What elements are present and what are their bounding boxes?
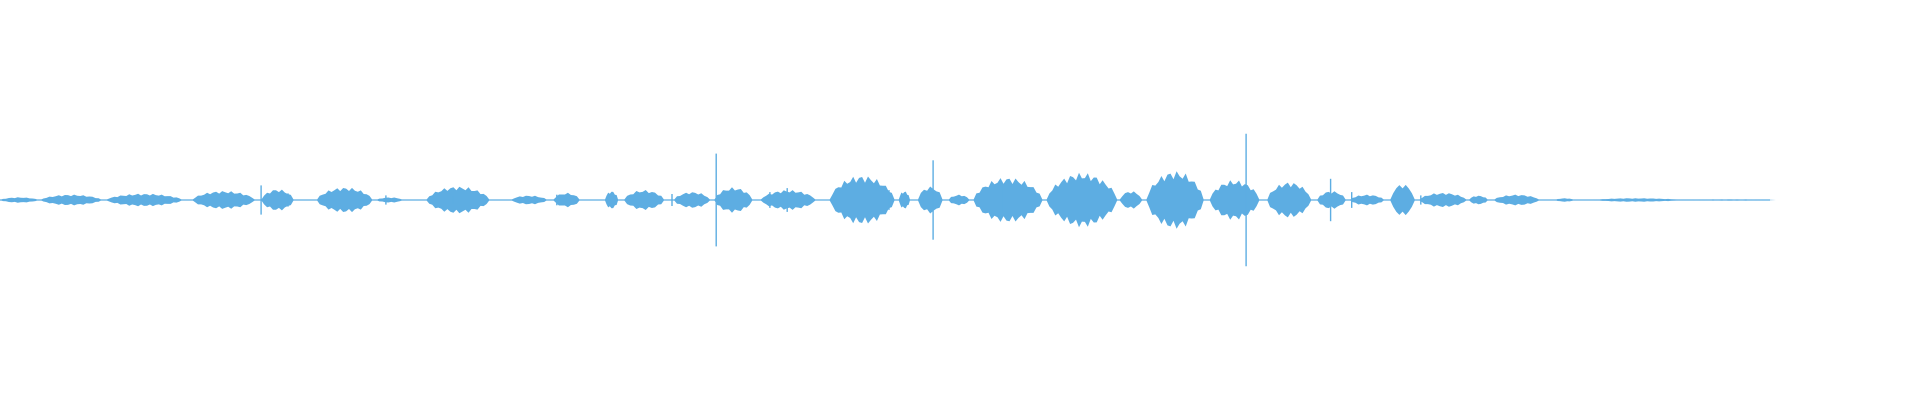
waveform-segment [192, 191, 256, 209]
waveform-segment [973, 178, 1043, 222]
waveform-segment [948, 194, 970, 206]
waveform-segment [261, 189, 294, 211]
waveform-segment [917, 186, 943, 214]
waveform-segment [760, 190, 816, 210]
waveform-segment [829, 176, 895, 224]
waveform-segment [673, 192, 711, 208]
waveform-spikes [260, 133, 1422, 267]
waveform-segment [1680, 199, 1776, 201]
waveform-segment [40, 194, 102, 206]
waveform-envelopes [0, 171, 1776, 229]
waveform-segment [1390, 184, 1415, 216]
waveform-segment [0, 197, 39, 203]
waveform-segment [1146, 171, 1204, 229]
waveform-segment [714, 187, 753, 213]
waveform-segment [1555, 198, 1575, 202]
waveform-segment [1593, 198, 1680, 202]
waveform-segment [624, 190, 665, 210]
waveform-segment [553, 192, 580, 208]
waveform-segment [1267, 182, 1312, 218]
waveform-segment [376, 197, 404, 203]
waveform-segment [1209, 180, 1260, 220]
waveform-segment [1317, 191, 1346, 209]
waveform-segment [898, 191, 911, 209]
waveform-segment [316, 187, 373, 213]
waveform-segment [105, 193, 183, 207]
waveform-segment [1468, 195, 1488, 205]
waveform-segment [1119, 191, 1143, 209]
waveform-segment [510, 195, 548, 205]
waveform-segment [1046, 172, 1118, 228]
waveform-segment [1349, 194, 1385, 206]
waveform-segment [604, 191, 619, 209]
waveform-segment [1418, 193, 1467, 207]
waveform-segment [1493, 194, 1540, 206]
waveform-segment [426, 186, 490, 214]
